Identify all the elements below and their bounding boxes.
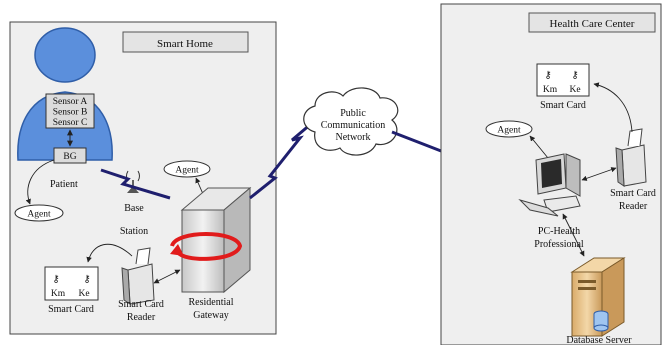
patient-head xyxy=(34,27,96,83)
smart-card-center-km: Km xyxy=(543,85,558,95)
smart-card-center: ⚷ ⚷ Km Ke xyxy=(536,63,590,97)
database-label: Database Server xyxy=(566,335,632,345)
smart-card-center-ke: Ke xyxy=(569,85,580,95)
wireless-link-gateway-network xyxy=(249,116,319,200)
gateway-red-arrow xyxy=(170,232,243,261)
smart-card-home-km: Km xyxy=(51,289,66,299)
gateway-agent-arrow xyxy=(195,177,204,195)
agent-patient: Agent xyxy=(14,204,64,222)
pc-workstation-icon xyxy=(518,153,581,217)
reader-card-arrow xyxy=(86,243,133,263)
network-label-3: Network xyxy=(336,132,371,143)
residential-gateway-icon xyxy=(170,186,252,294)
key-icon: ⚷ xyxy=(544,70,551,81)
health-center-title-box xyxy=(528,12,656,33)
base-station-label-2: Station xyxy=(120,226,148,237)
card-reader-home-label-2: Reader xyxy=(127,312,156,323)
sensor-box: Sensor A Sensor B Sensor C xyxy=(45,93,95,129)
agent-gateway-label: Agent xyxy=(175,166,199,176)
reader-center-card-arrow xyxy=(593,82,633,133)
reader-pc-link xyxy=(581,167,617,181)
bg-label: BG xyxy=(63,152,76,162)
smart-card-home: ⚷ ⚷ Km Ke xyxy=(44,266,99,301)
reader-gateway-link xyxy=(153,269,181,284)
gateway-label-1: Residential xyxy=(189,297,234,308)
gateway-label-2: Gateway xyxy=(193,310,229,321)
bg-box: BG xyxy=(53,147,87,164)
smart-home-title-box xyxy=(122,31,249,53)
smart-card-home-ke: Ke xyxy=(78,289,89,299)
base-station-label-1: Base xyxy=(124,203,144,214)
card-reader-center-label-1: Smart Card xyxy=(610,188,656,199)
card-reader-home-icon xyxy=(121,247,155,305)
key-icon: ⚷ xyxy=(571,70,578,81)
sensor-b-label: Sensor B xyxy=(53,108,88,118)
network-cloud-icon xyxy=(303,87,399,156)
agent-center: Agent xyxy=(485,120,533,138)
card-reader-center-label-2: Reader xyxy=(619,201,648,212)
bg-agent-arrow xyxy=(25,159,55,205)
pc-agent-arrow xyxy=(529,135,549,159)
smart-card-home-label: Smart Card xyxy=(48,304,94,315)
network-label-2: Communication xyxy=(321,120,385,131)
patient-label: Patient xyxy=(50,179,78,190)
health-center-title: Health Care Center xyxy=(550,18,635,30)
key-icon: ⚷ xyxy=(83,274,90,285)
agent-patient-label: Agent xyxy=(27,210,51,220)
pc-label-2: Professional xyxy=(534,239,584,250)
agent-gateway: Agent xyxy=(163,160,211,178)
sensor-a-label: Sensor A xyxy=(53,97,88,107)
agent-center-label: Agent xyxy=(497,126,521,136)
key-icon: ⚷ xyxy=(52,274,59,285)
wireless-link-patient xyxy=(100,168,171,200)
card-reader-home-label-1: Smart Card xyxy=(118,299,164,310)
card-reader-center-icon xyxy=(615,128,647,187)
database-server-icon xyxy=(570,257,626,337)
network-label-1: Public xyxy=(340,108,366,119)
pc-database-link xyxy=(562,213,585,257)
smart-home-title: Smart Home xyxy=(157,38,213,50)
sensor-c-label: Sensor C xyxy=(53,118,88,128)
smart-card-center-label: Smart Card xyxy=(540,100,586,111)
pc-label-1: PC-Health xyxy=(538,226,580,237)
